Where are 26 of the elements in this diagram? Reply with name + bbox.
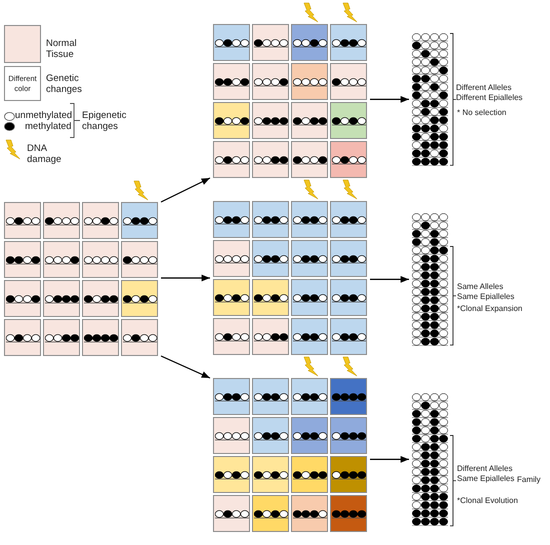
tissue-grid: [213, 378, 367, 532]
bracket-label: Epigenetic changes: [82, 110, 128, 133]
arrow: [161, 274, 210, 282]
legend-label: unmethylated: [15, 110, 72, 122]
tissue-grid: [213, 201, 367, 355]
tissue-grid: [213, 24, 367, 178]
arrow: [160, 177, 210, 203]
arrow: [370, 276, 409, 283]
stack-description: Different Alleles Same Epialleles: [457, 464, 516, 484]
stack-note: *Clonal Evolution: [457, 496, 519, 506]
allele-stack-drawing: [412, 33, 448, 166]
tissue-grid: [4, 202, 158, 356]
legend-label: DNA damage: [27, 143, 62, 166]
allele-stack-drawing: [412, 213, 448, 346]
arrow: [370, 456, 409, 463]
stack-description: Same Alleles Same Epialleles: [457, 282, 516, 302]
arrow: [160, 355, 210, 379]
legend-label: Genetic changes: [46, 73, 83, 96]
stack-note: Family: [517, 475, 542, 485]
legend-label: Normal Tissue: [46, 38, 78, 61]
stack-note: * No selection: [457, 108, 508, 118]
legend-label: methylated: [25, 121, 72, 132]
allele-stack-drawing: [412, 393, 448, 526]
arrow: [370, 96, 409, 103]
stack-note: *Clonal Expansion: [457, 304, 524, 314]
stack-description: Different Alleles Different Epialleles: [456, 83, 524, 102]
